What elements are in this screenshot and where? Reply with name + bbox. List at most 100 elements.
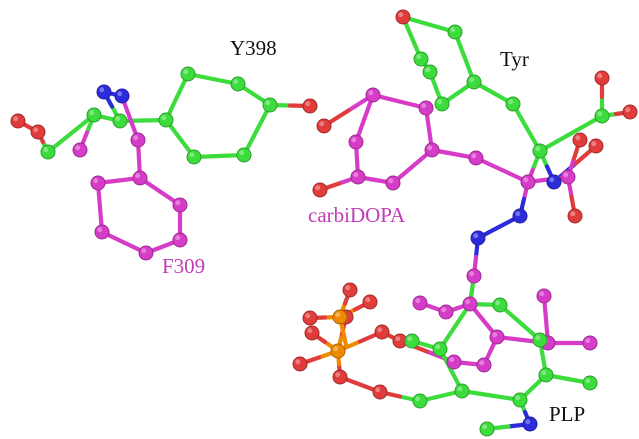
atom-highlight <box>351 137 357 143</box>
atom <box>342 282 358 298</box>
atom-highlight <box>89 110 95 116</box>
atom <box>362 294 378 310</box>
atom <box>466 268 482 284</box>
atom-highlight <box>319 121 325 127</box>
atom <box>372 384 388 400</box>
atom-highlight <box>161 115 167 121</box>
atom-highlight <box>189 152 195 158</box>
atom-highlight <box>353 172 359 178</box>
atom-highlight <box>427 145 433 151</box>
atom <box>489 329 505 345</box>
atom-highlight <box>265 100 271 106</box>
atom <box>622 104 638 120</box>
atom-highlight <box>239 150 245 156</box>
atom-highlight <box>305 101 311 107</box>
atom-highlight <box>368 90 374 96</box>
atom <box>40 144 56 160</box>
atom <box>470 230 486 246</box>
atom <box>572 132 588 148</box>
atom-highlight <box>33 127 39 133</box>
atom <box>330 343 346 359</box>
atom <box>365 87 381 103</box>
atom-highlight <box>99 87 105 93</box>
atom <box>594 70 610 86</box>
atom-highlight <box>375 387 381 393</box>
bond <box>340 328 349 348</box>
atom-highlight <box>597 73 603 79</box>
atom <box>30 124 46 140</box>
atom-highlight <box>535 335 541 341</box>
atom-highlight <box>515 211 521 217</box>
atom-highlight <box>479 360 485 366</box>
atom-highlight <box>415 298 421 304</box>
atom <box>94 224 110 240</box>
atom-highlight <box>398 12 404 18</box>
atom-highlight <box>133 135 139 141</box>
atom <box>588 138 604 154</box>
atom <box>316 118 332 134</box>
atom <box>172 232 188 248</box>
atom-highlight <box>335 372 341 378</box>
atom-highlight <box>495 300 501 306</box>
atom <box>447 24 463 40</box>
atom-highlight <box>388 178 394 184</box>
atom <box>236 147 252 163</box>
atom-highlight <box>457 386 463 392</box>
atom <box>412 393 428 409</box>
atom-highlight <box>465 299 471 305</box>
atom-highlight <box>575 135 581 141</box>
atom <box>114 88 130 104</box>
atom-highlight <box>441 307 447 313</box>
atom-highlight <box>421 103 427 109</box>
label-y398: Y398 <box>230 36 277 60</box>
atom-highlight <box>597 111 603 117</box>
atom <box>10 113 26 129</box>
atom <box>332 369 348 385</box>
atom-highlight <box>473 233 479 239</box>
label-f309: F309 <box>162 254 206 278</box>
atom-highlight <box>492 332 498 338</box>
atom <box>230 76 246 92</box>
atom-highlight <box>425 67 431 73</box>
atom <box>186 149 202 165</box>
atom <box>512 392 528 408</box>
atom <box>385 175 401 191</box>
label-tyr: Tyr <box>500 47 529 71</box>
atom <box>395 9 411 25</box>
atom <box>132 170 148 186</box>
atom <box>413 51 429 67</box>
atom <box>130 132 146 148</box>
atom-highlight <box>535 146 541 152</box>
atom <box>412 295 428 311</box>
atom <box>90 175 106 191</box>
atom-highlight <box>541 370 547 376</box>
atom-highlight <box>335 312 341 318</box>
atom-highlight <box>407 336 413 342</box>
atom-highlight <box>141 248 147 254</box>
atom-highlight <box>435 344 441 350</box>
atom-highlight <box>482 424 488 430</box>
bond <box>121 99 134 124</box>
atom <box>582 375 598 391</box>
atom-highlight <box>449 357 455 363</box>
atom-highlight <box>13 116 19 122</box>
atom-highlight <box>75 145 81 151</box>
atom-highlight <box>377 327 383 333</box>
atom-highlight <box>525 419 531 425</box>
atom-highlight <box>469 271 475 277</box>
atom-highlight <box>307 328 313 334</box>
atom <box>302 98 318 114</box>
atom <box>422 64 438 80</box>
atom <box>158 112 174 128</box>
atom <box>476 357 492 373</box>
label-carbidopa: carbiDOPA <box>308 203 406 227</box>
atom <box>505 96 521 112</box>
atom-highlight <box>97 227 103 233</box>
atom-highlight <box>585 378 591 384</box>
atom <box>466 74 482 90</box>
atom <box>567 208 583 224</box>
atom-highlight <box>549 177 555 183</box>
atom-highlight <box>625 107 631 113</box>
atom <box>532 332 548 348</box>
